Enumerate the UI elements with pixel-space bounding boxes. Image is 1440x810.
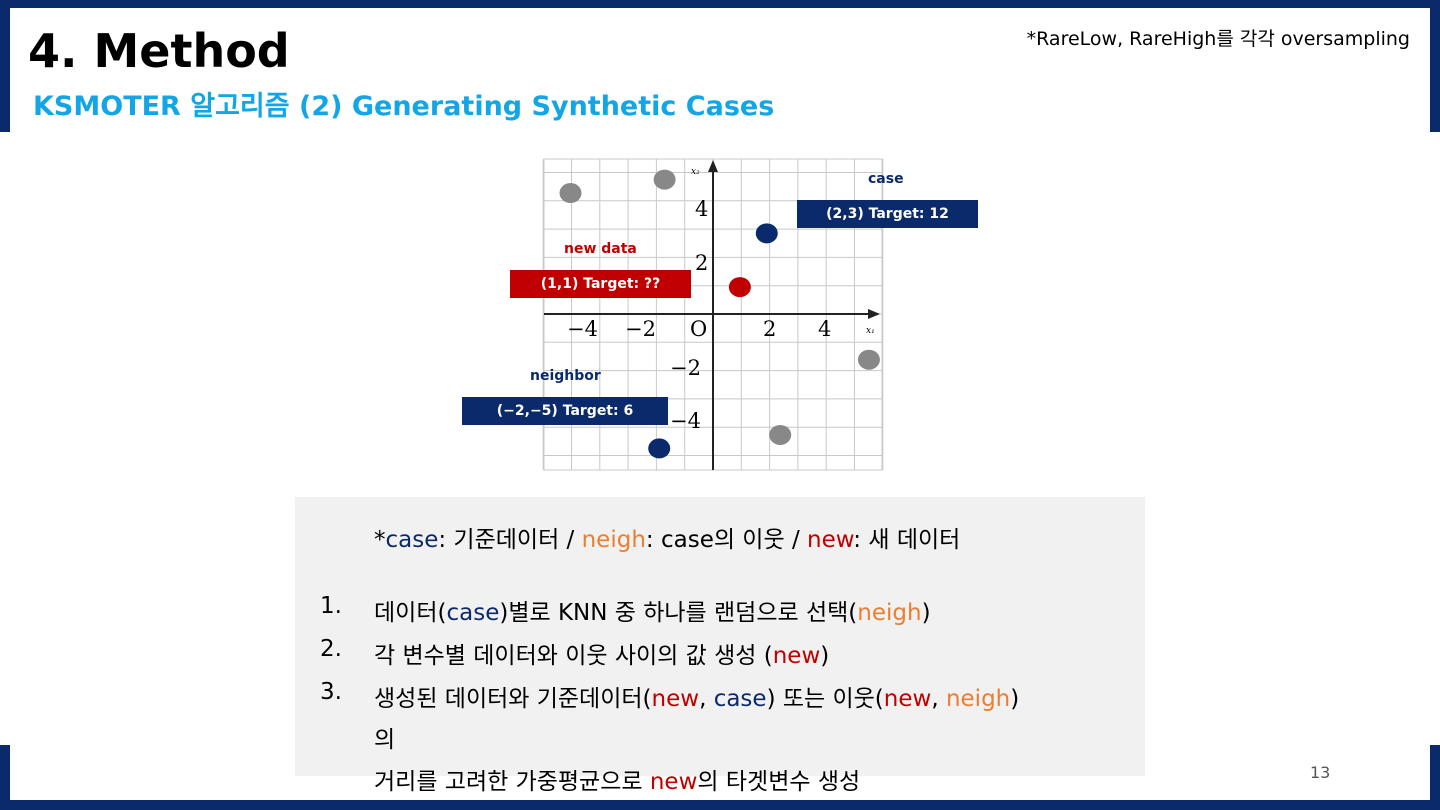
- step-number: 1.: [320, 593, 342, 619]
- step-new: new: [651, 686, 700, 712]
- other-point: [857, 349, 880, 370]
- y-tick-label: −2: [670, 356, 701, 380]
- legend-star: *: [374, 527, 386, 553]
- step-case: case: [713, 686, 767, 712]
- case-point: [755, 223, 778, 244]
- y-axis-name: x₂: [691, 167, 700, 177]
- step-3-line-2: 거리를 고려한 가중평균으로 new의 타겟변수 생성: [374, 762, 860, 796]
- step-new: new: [649, 769, 698, 795]
- y-tick-label: 4: [695, 197, 708, 221]
- other-point: [559, 183, 582, 204]
- axes: [544, 160, 880, 470]
- step-text: ): [1010, 686, 1020, 712]
- step-text: 데이터(: [374, 600, 447, 626]
- neighbor-point: [648, 438, 671, 459]
- case-box: (2,3) Target: 12: [797, 200, 978, 228]
- neighbor-box: (−2,−5) Target: 6: [462, 397, 668, 425]
- x-axis-name: x₁: [866, 326, 875, 336]
- x-tick-label: 2: [763, 317, 776, 341]
- legend-case: case: [385, 527, 439, 553]
- left-border-top: [0, 0, 10, 132]
- other-point: [769, 424, 792, 445]
- step-neigh: neigh: [945, 686, 1011, 712]
- step-case: case: [446, 600, 500, 626]
- top-border: [0, 0, 1440, 8]
- x-tick-label: −2: [625, 317, 656, 341]
- step-neigh: neigh: [857, 600, 922, 626]
- page-number: 13: [1310, 763, 1331, 782]
- step-3: 생성된 데이터와 기준데이터(new, case) 또는 이웃(new, nei…: [374, 679, 1019, 713]
- right-border-top: [1430, 0, 1440, 132]
- legend-line: *case: 기준데이터 / neigh: case의 이웃 / new: 새 …: [374, 520, 960, 554]
- legend-case-desc: : 기준데이터 /: [438, 527, 582, 553]
- step-text: 거리를 고려한 가중평균으로: [374, 769, 650, 795]
- step-text: )별로 KNN 중 하나를 랜덤으로 선택(: [499, 600, 858, 626]
- step-number: 2.: [320, 636, 342, 662]
- step-2: 각 변수별 데이터와 이웃 사이의 값 생성 (new): [374, 636, 829, 670]
- bottom-border: [0, 800, 1440, 810]
- neighbor-label: neighbor: [530, 368, 601, 384]
- data-points: [559, 169, 880, 459]
- y-tick-label: 2: [695, 251, 708, 275]
- step-1: 데이터(case)별로 KNN 중 하나를 랜덤으로 선택(neigh): [374, 593, 931, 627]
- right-border-bottom: [1430, 745, 1440, 810]
- new-data-box: (1,1) Target: ??: [510, 270, 691, 298]
- y-tick-label: −4: [670, 409, 701, 433]
- x-tick-label: 4: [818, 317, 831, 341]
- new-data-label: new data: [564, 241, 637, 257]
- case-label: case: [868, 171, 904, 187]
- other-point: [653, 169, 676, 190]
- step-new: new: [883, 686, 932, 712]
- step-text: 의 타겟변수 생성: [697, 769, 861, 795]
- step-text: ) 또는 이웃(: [766, 686, 884, 712]
- step-new: new: [772, 643, 821, 669]
- step-text: 각 변수별 데이터와 이웃 사이의 값 생성 (: [374, 643, 773, 669]
- legend-new: new: [807, 527, 854, 553]
- left-border-bottom: [0, 745, 10, 810]
- new-point: [728, 277, 751, 298]
- legend-new-desc: : 새 데이터: [853, 527, 961, 553]
- step-3-wrap: 의: [374, 727, 396, 753]
- oversampling-note: *RareLow, RareHigh를 각각 oversampling: [1026, 28, 1410, 50]
- step-text: 생성된 데이터와 기준데이터(: [374, 686, 652, 712]
- step-number: 3.: [320, 679, 342, 705]
- x-tick-label: −4: [567, 317, 598, 341]
- legend-neigh: neigh: [581, 527, 646, 553]
- slide-title: 4. Method: [28, 24, 290, 78]
- step-text: ,: [699, 686, 714, 712]
- origin-label: O: [690, 317, 707, 341]
- step-text: ,: [931, 686, 946, 712]
- step-text: ): [921, 600, 931, 626]
- description-panel: [295, 497, 1145, 776]
- slide-subtitle: KSMOTER 알고리즘 (2) Generating Synthetic Ca…: [33, 91, 775, 122]
- legend-neigh-desc: : case의 이웃 /: [645, 527, 808, 553]
- step-text: ): [820, 643, 830, 669]
